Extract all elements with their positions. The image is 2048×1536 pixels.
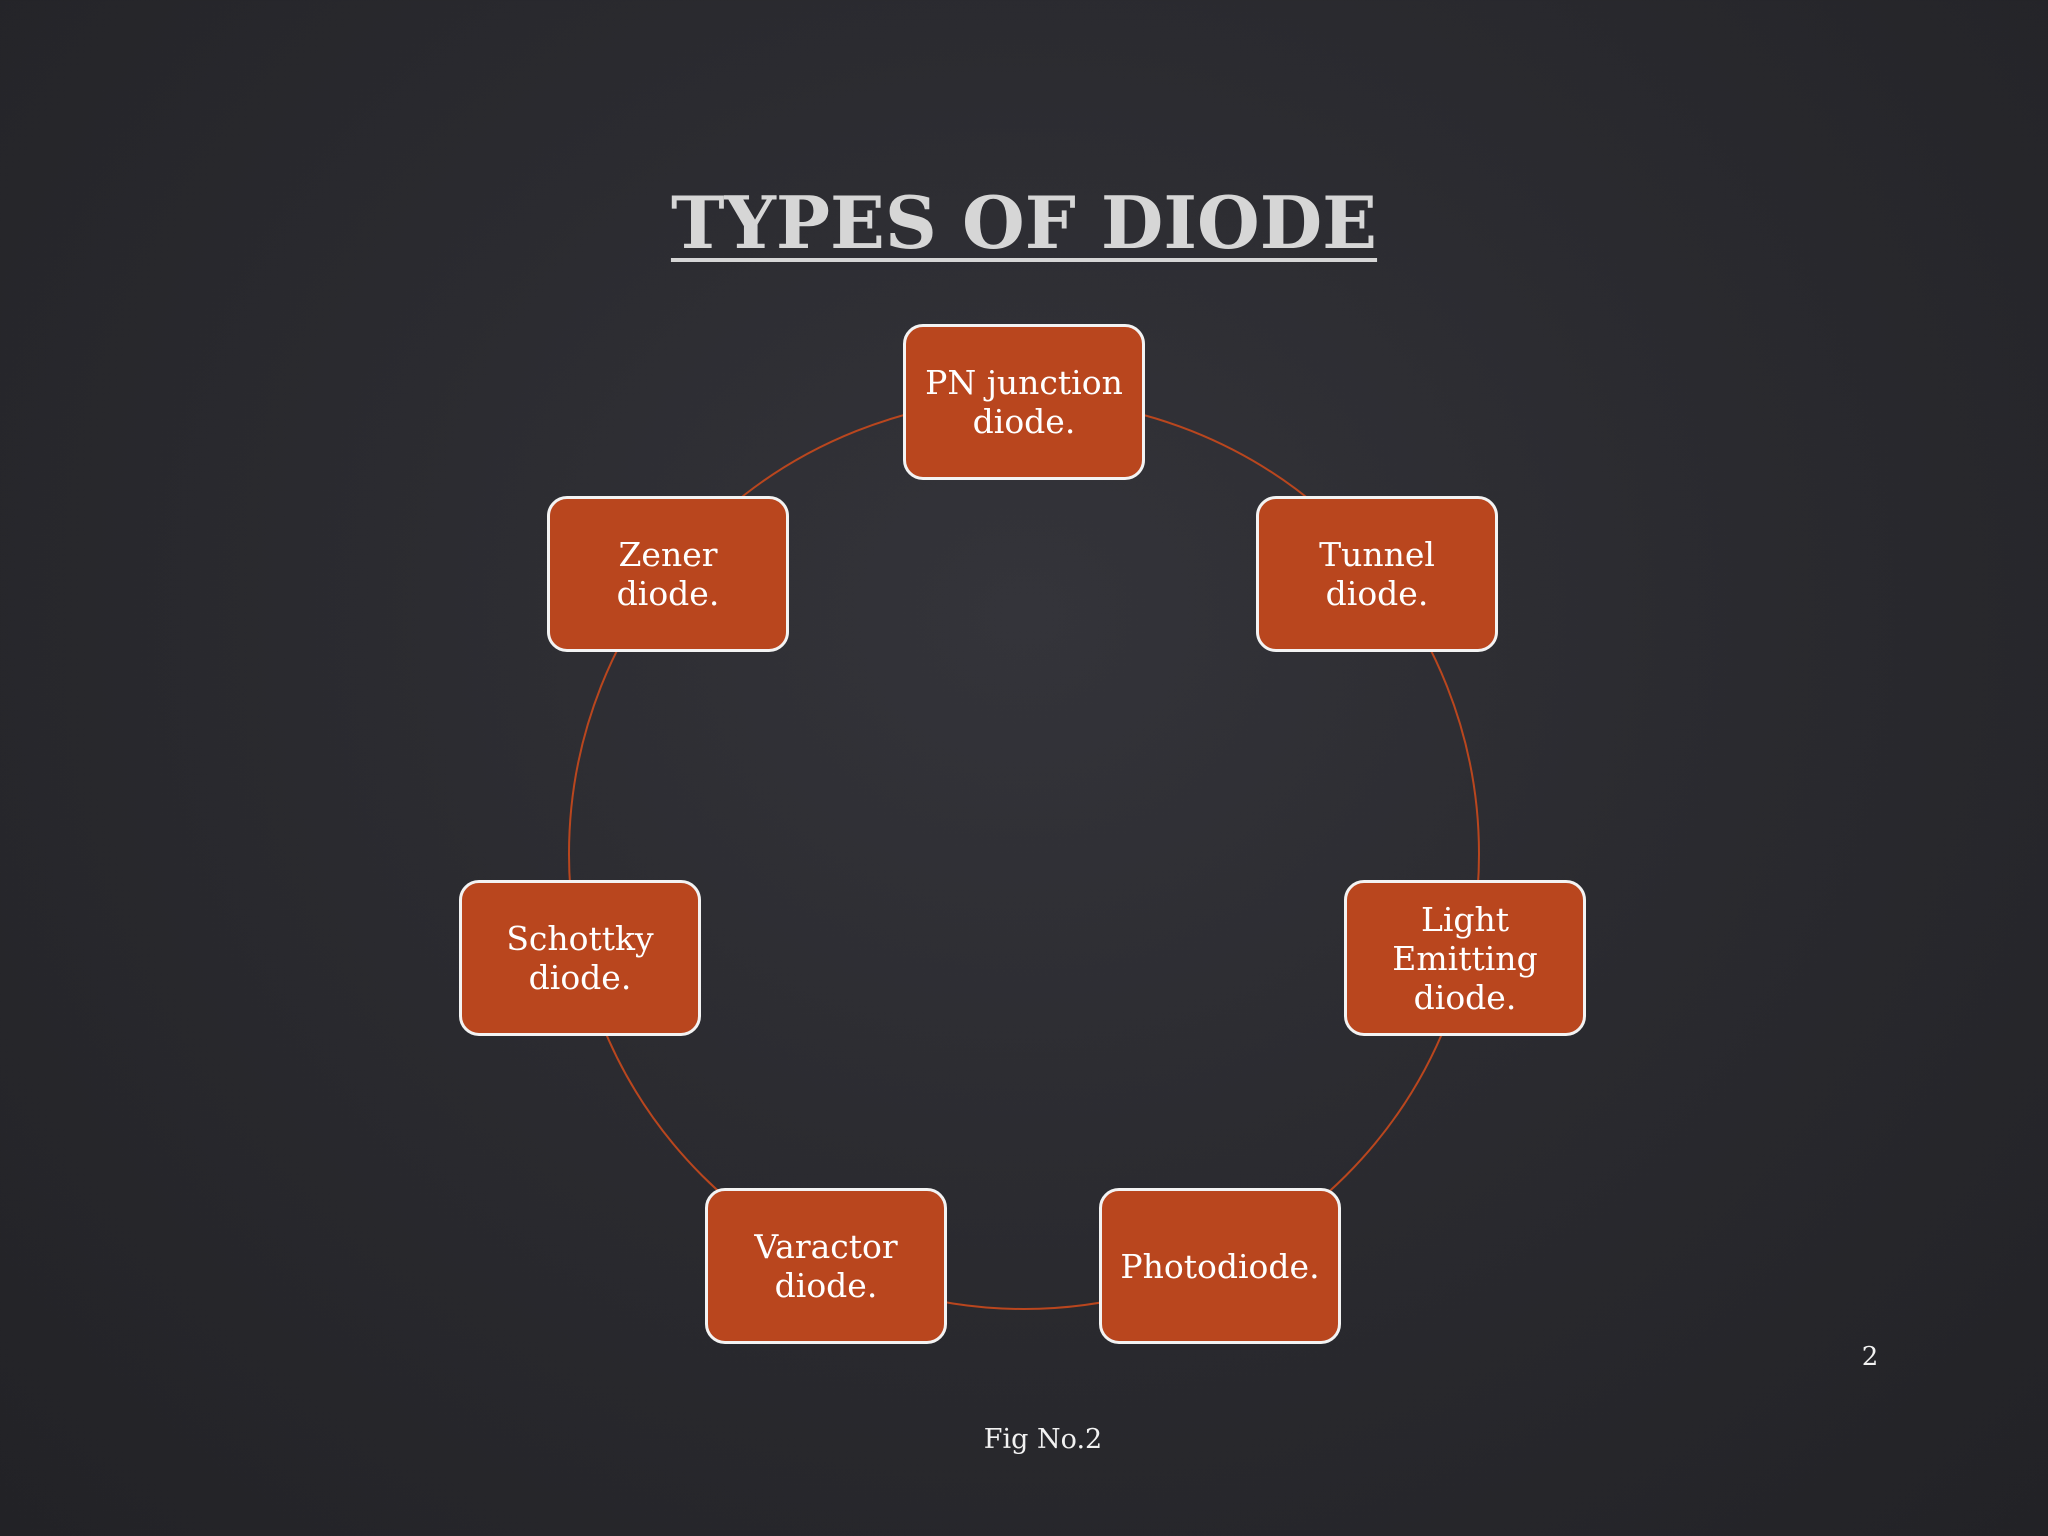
node-varactor-diode: Varactor diode. [705,1188,947,1344]
node-light-emitting-diode: Light Emitting diode. [1344,880,1586,1036]
node-zener-diode: Zener diode. [547,496,789,652]
node-tunnel-diode: Tunnel diode. [1256,496,1498,652]
slide-title: TYPES OF DIODE [0,178,2048,268]
node-photodiode: Photodiode. [1099,1188,1341,1344]
node-pn-junction-diode: PN junction diode. [903,324,1145,480]
node-schottky-diode: Schottky diode. [459,880,701,1036]
figure-caption: Fig No.2 [983,1424,1103,1455]
page-number: 2 [1861,1342,1879,1372]
slide-title-text: TYPES OF DIODE [670,180,1378,265]
